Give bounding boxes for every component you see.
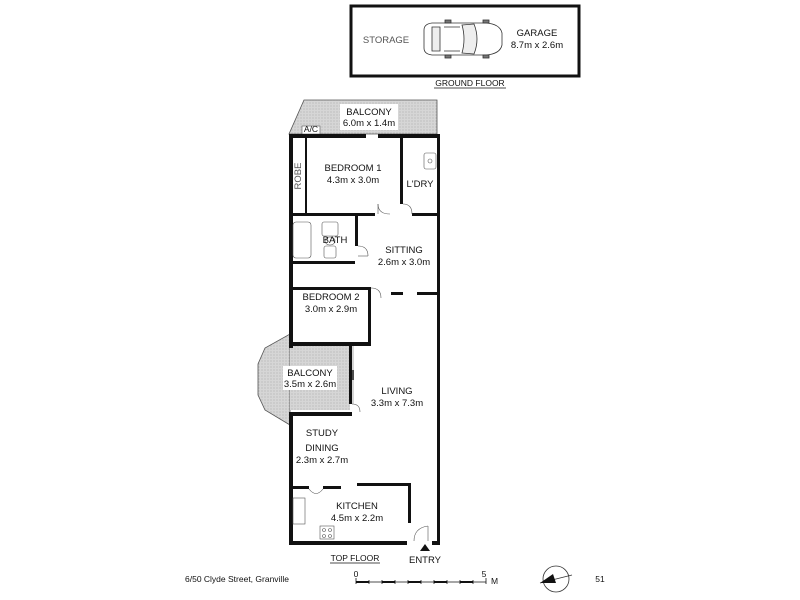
dining-dims: 2.3m x 2.7m: [296, 455, 348, 466]
stove-icon: [319, 525, 335, 540]
bedroom1-label: BEDROOM 1: [324, 163, 381, 174]
page-number: 51: [595, 574, 605, 584]
scale-unit-label: M: [491, 576, 498, 586]
study-label: STUDY: [306, 428, 339, 439]
kitchen-dims: 4.5m x 2.2m: [331, 513, 383, 524]
living-dims: 3.3m x 7.3m: [371, 398, 423, 409]
balcony-top-dims: 6.0m x 1.4m: [343, 118, 395, 129]
laundry-label: L'DRY: [407, 179, 435, 190]
ground-floor-plan: STORAGE GARAGE 8.7m x 2.6m GROUND FLOOR: [349, 4, 581, 89]
address-label: 6/50 Clyde Street, Granville: [185, 574, 289, 584]
garage-label: GARAGE: [517, 28, 558, 39]
sitting-dims: 2.6m x 3.0m: [378, 257, 430, 268]
living-label: LIVING: [381, 386, 412, 397]
robe-label: ROBE: [293, 163, 304, 190]
entry-label: ENTRY: [409, 555, 442, 566]
kitchen-sink-icon: [292, 497, 306, 525]
bedroom1-dims: 4.3m x 3.0m: [327, 175, 379, 186]
bath-label: BATH: [323, 235, 348, 246]
fixtures: [292, 152, 437, 540]
garage-dims: 8.7m x 2.6m: [511, 40, 563, 51]
entry-arrow-icon: [420, 544, 430, 551]
balcony-side-label: BALCONY: [287, 368, 333, 379]
top-floor-plan: BALCONY 6.0m x 1.4m A/C BALCONY 3.5m x 2…: [257, 99, 442, 566]
ground-floor-caption: GROUND FLOOR: [435, 78, 504, 88]
compass-icon: [539, 565, 573, 593]
scale-start-label: 0: [354, 569, 359, 579]
basin-icon: [323, 245, 337, 259]
scale-end-label: 5: [482, 569, 487, 579]
scale-bar: 0 5 M: [354, 569, 498, 586]
top-floor-caption: TOP FLOOR: [331, 553, 380, 563]
sitting-label: SITTING: [385, 245, 422, 256]
footer: 6/50 Clyde Street, Granville 0 5 M: [185, 565, 605, 593]
balcony-top-label: BALCONY: [346, 107, 392, 118]
bathtub-icon: [292, 221, 312, 259]
ac-label: A/C: [304, 124, 318, 134]
bedroom2-label: BEDROOM 2: [302, 292, 359, 303]
garage-outline: [349, 4, 581, 78]
dining-label: DINING: [305, 443, 338, 454]
toilet-icon: [321, 221, 339, 237]
kitchen-label: KITCHEN: [336, 501, 378, 512]
storage-label: STORAGE: [363, 35, 409, 46]
doors: [308, 203, 429, 542]
walls: [289, 134, 440, 545]
car-icon: [423, 19, 503, 59]
balcony-side-dims: 3.5m x 2.6m: [284, 379, 336, 390]
bedroom2-dims: 3.0m x 2.9m: [305, 304, 357, 315]
